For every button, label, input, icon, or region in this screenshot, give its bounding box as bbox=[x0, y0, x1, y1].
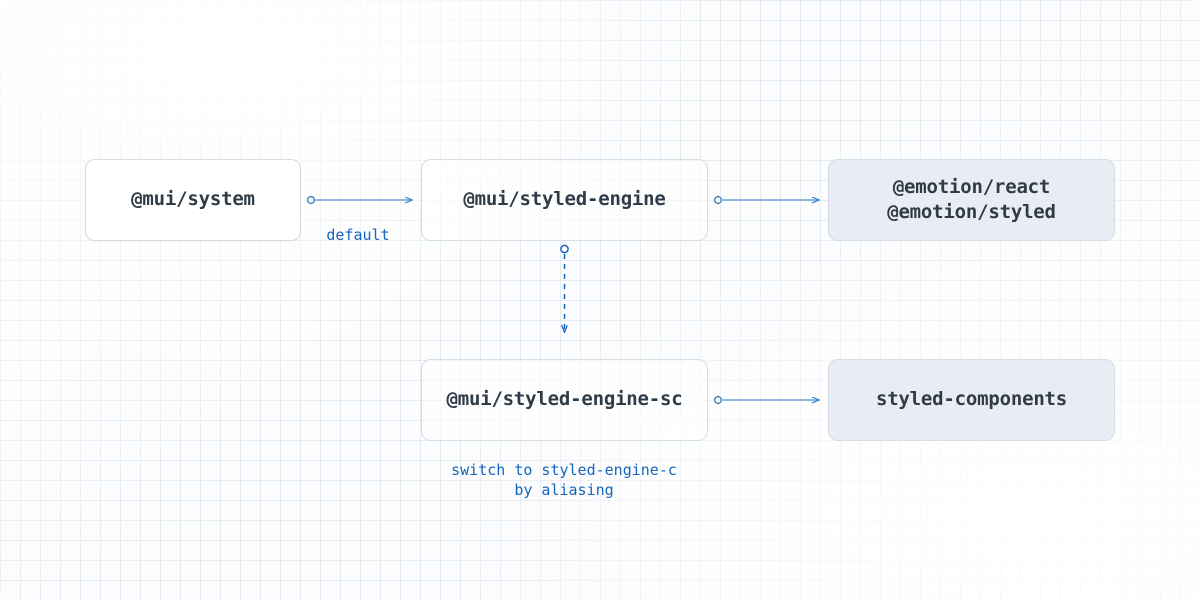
edge-system-to-styled-engine bbox=[306, 195, 412, 205]
node-emotion-packages[interactable]: @emotion/react @emotion/styled bbox=[828, 159, 1115, 241]
node-mui-styled-engine[interactable]: @mui/styled-engine bbox=[421, 159, 708, 241]
edge-label-aliasing: switch to styled-engine-c by aliasing bbox=[451, 461, 677, 500]
edge-label-default: default bbox=[326, 226, 390, 244]
node-styled-components[interactable]: styled-components bbox=[828, 359, 1115, 441]
edge-styled-engine-to-emotion bbox=[713, 195, 819, 205]
edge-styled-engine-to-styled-engine-sc bbox=[560, 244, 569, 332]
edge-styled-engine-sc-to-styled-components bbox=[713, 395, 819, 405]
node-mui-system[interactable]: @mui/system bbox=[85, 159, 301, 241]
node-mui-styled-engine-sc[interactable]: @mui/styled-engine-sc bbox=[421, 359, 708, 441]
